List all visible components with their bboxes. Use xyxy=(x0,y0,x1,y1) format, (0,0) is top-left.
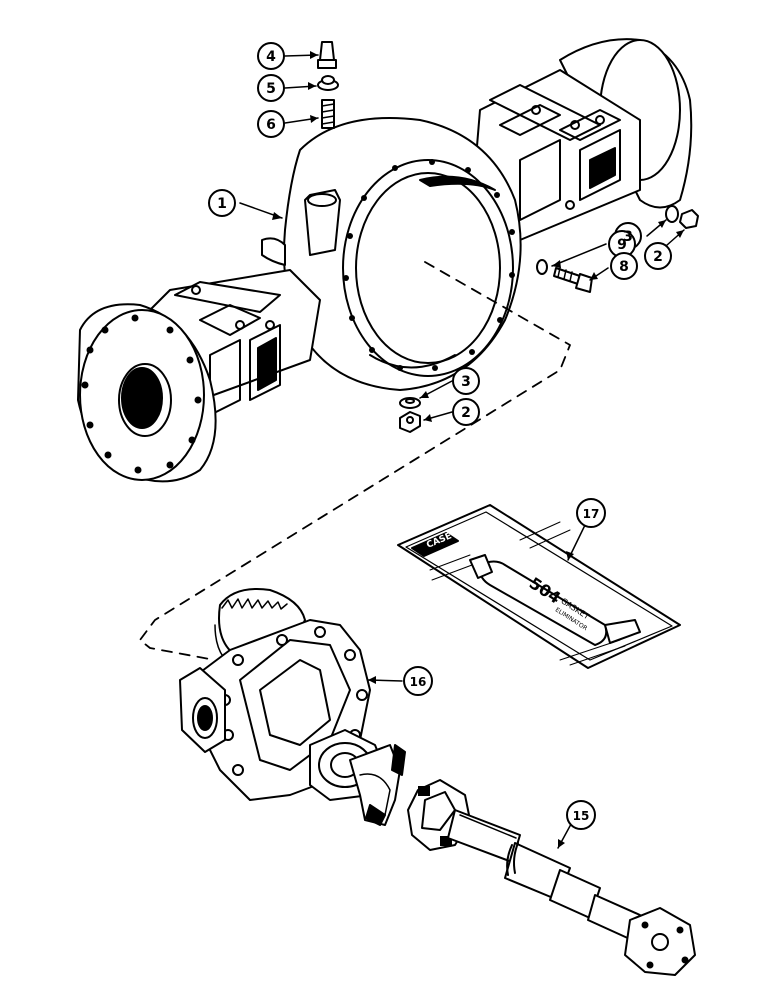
callout-circle-8 xyxy=(610,252,638,280)
assembly-line xyxy=(139,261,571,661)
differential-assembly xyxy=(179,588,406,826)
bolt-8 xyxy=(553,267,593,293)
callout-5: 5 xyxy=(266,81,276,97)
callout-17: 17 xyxy=(583,507,600,521)
callout-circle-2b xyxy=(452,398,480,426)
callout-circle-16 xyxy=(403,666,433,696)
callout-1: 1 xyxy=(217,196,227,212)
washer-9 xyxy=(536,259,548,275)
callout-3b: 3 xyxy=(461,374,471,390)
callout-circle-5 xyxy=(257,74,285,102)
callout-circle-6 xyxy=(257,110,285,138)
nut-2-right xyxy=(679,209,699,229)
washer-3-right xyxy=(665,205,679,223)
callout-circle-15 xyxy=(566,800,596,830)
callout-circle-1 xyxy=(208,189,236,217)
callout-circle-17 xyxy=(576,498,606,528)
callout-16: 16 xyxy=(410,675,427,689)
callout-3a: 3 xyxy=(623,229,633,245)
fitting-4-breather xyxy=(317,41,337,69)
callout-2a: 2 xyxy=(653,249,663,265)
callout-circle-2a xyxy=(644,242,672,270)
washer-3-bottom xyxy=(399,397,421,409)
callout-circle-4 xyxy=(257,42,285,70)
gasket-package xyxy=(397,504,681,669)
washer-5 xyxy=(317,75,339,91)
callout-9: 9 xyxy=(617,237,627,253)
callout-2b: 2 xyxy=(461,405,471,421)
callout-8: 8 xyxy=(619,259,629,275)
nut-2-bottom xyxy=(399,411,421,433)
callout-4: 4 xyxy=(266,49,276,65)
callout-15: 15 xyxy=(573,809,590,823)
drive-shaft xyxy=(407,779,696,976)
callout-circle-3b xyxy=(452,367,480,395)
axle-housing xyxy=(77,38,693,483)
stud-6 xyxy=(321,99,335,129)
callout-6: 6 xyxy=(266,117,276,133)
